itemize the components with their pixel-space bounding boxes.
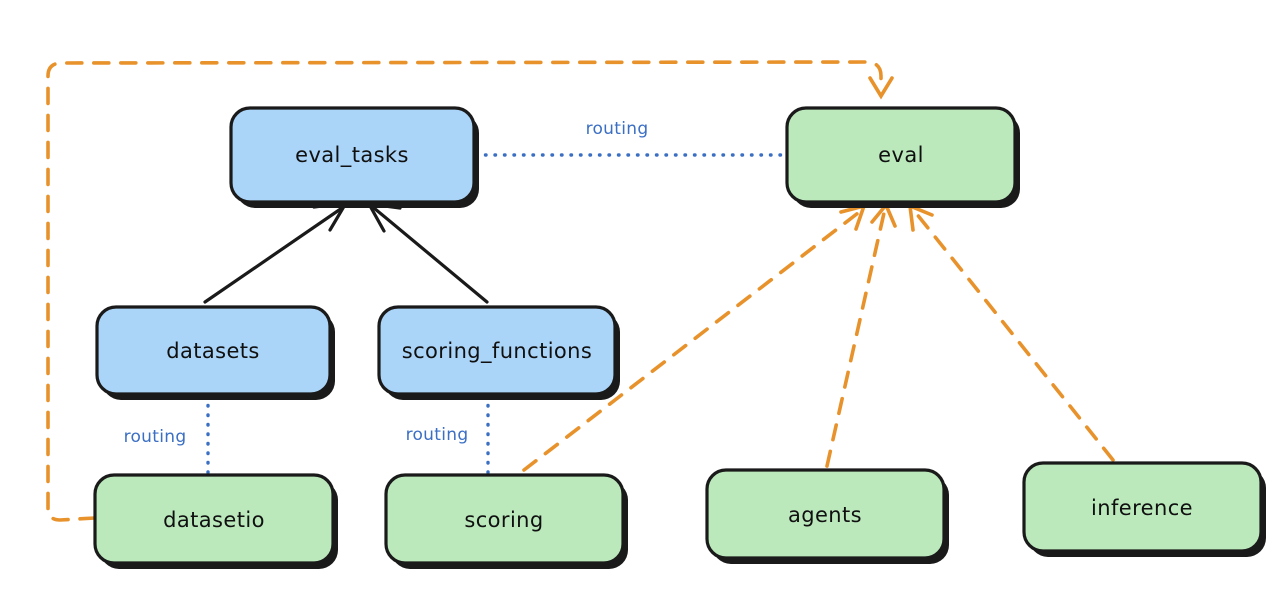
node-inference-label: inference xyxy=(1091,496,1193,520)
node-scoring-shape xyxy=(384,473,625,565)
node-eval-tasks-label: eval_tasks xyxy=(295,143,409,168)
edge-datasets-datasetio: routing xyxy=(124,394,210,475)
edge-label-routing-eval-tasks: routing xyxy=(586,119,649,139)
edge-scoring-functions-scoring: routing xyxy=(406,394,490,475)
edge-label-routing-datasets: routing xyxy=(124,427,187,447)
node-datasetio-shape xyxy=(93,473,335,565)
edge-agents-eval xyxy=(825,201,897,468)
node-eval-tasks[interactable]: eval_tasks xyxy=(229,106,479,208)
node-scoring-functions-shape xyxy=(377,305,617,396)
node-datasets-label: datasets xyxy=(166,339,260,363)
node-eval[interactable]: eval xyxy=(785,106,1020,208)
node-agents[interactable]: agents xyxy=(705,468,949,564)
edge-datasetio-eval xyxy=(46,60,894,522)
edge-inference-eval xyxy=(907,203,1115,462)
edge-datasets-eval-tasks xyxy=(203,201,350,304)
edge-scoring-functions-eval-tasks xyxy=(366,202,489,304)
edge-eval-tasks-eval: routing xyxy=(474,119,786,157)
node-eval-shape xyxy=(785,106,1017,204)
node-eval-label: eval xyxy=(878,143,924,167)
node-scoring[interactable]: scoring xyxy=(384,473,628,569)
node-datasets[interactable]: datasets xyxy=(95,305,335,400)
node-datasetio[interactable]: datasetio xyxy=(93,473,338,569)
edge-label-routing-scoring-functions: routing xyxy=(406,425,469,445)
node-scoring-functions[interactable]: scoring_functions xyxy=(377,305,620,400)
node-scoring-functions-label: scoring_functions xyxy=(402,339,592,364)
node-agents-shape xyxy=(705,468,946,560)
node-inference[interactable]: inference xyxy=(1022,461,1266,557)
node-eval-tasks-shape xyxy=(229,106,476,204)
node-datasets-shape xyxy=(95,305,332,396)
node-agents-label: agents xyxy=(788,503,862,527)
node-inference-shape xyxy=(1022,461,1263,553)
node-scoring-label: scoring xyxy=(464,508,543,532)
node-datasetio-label: datasetio xyxy=(163,508,265,532)
